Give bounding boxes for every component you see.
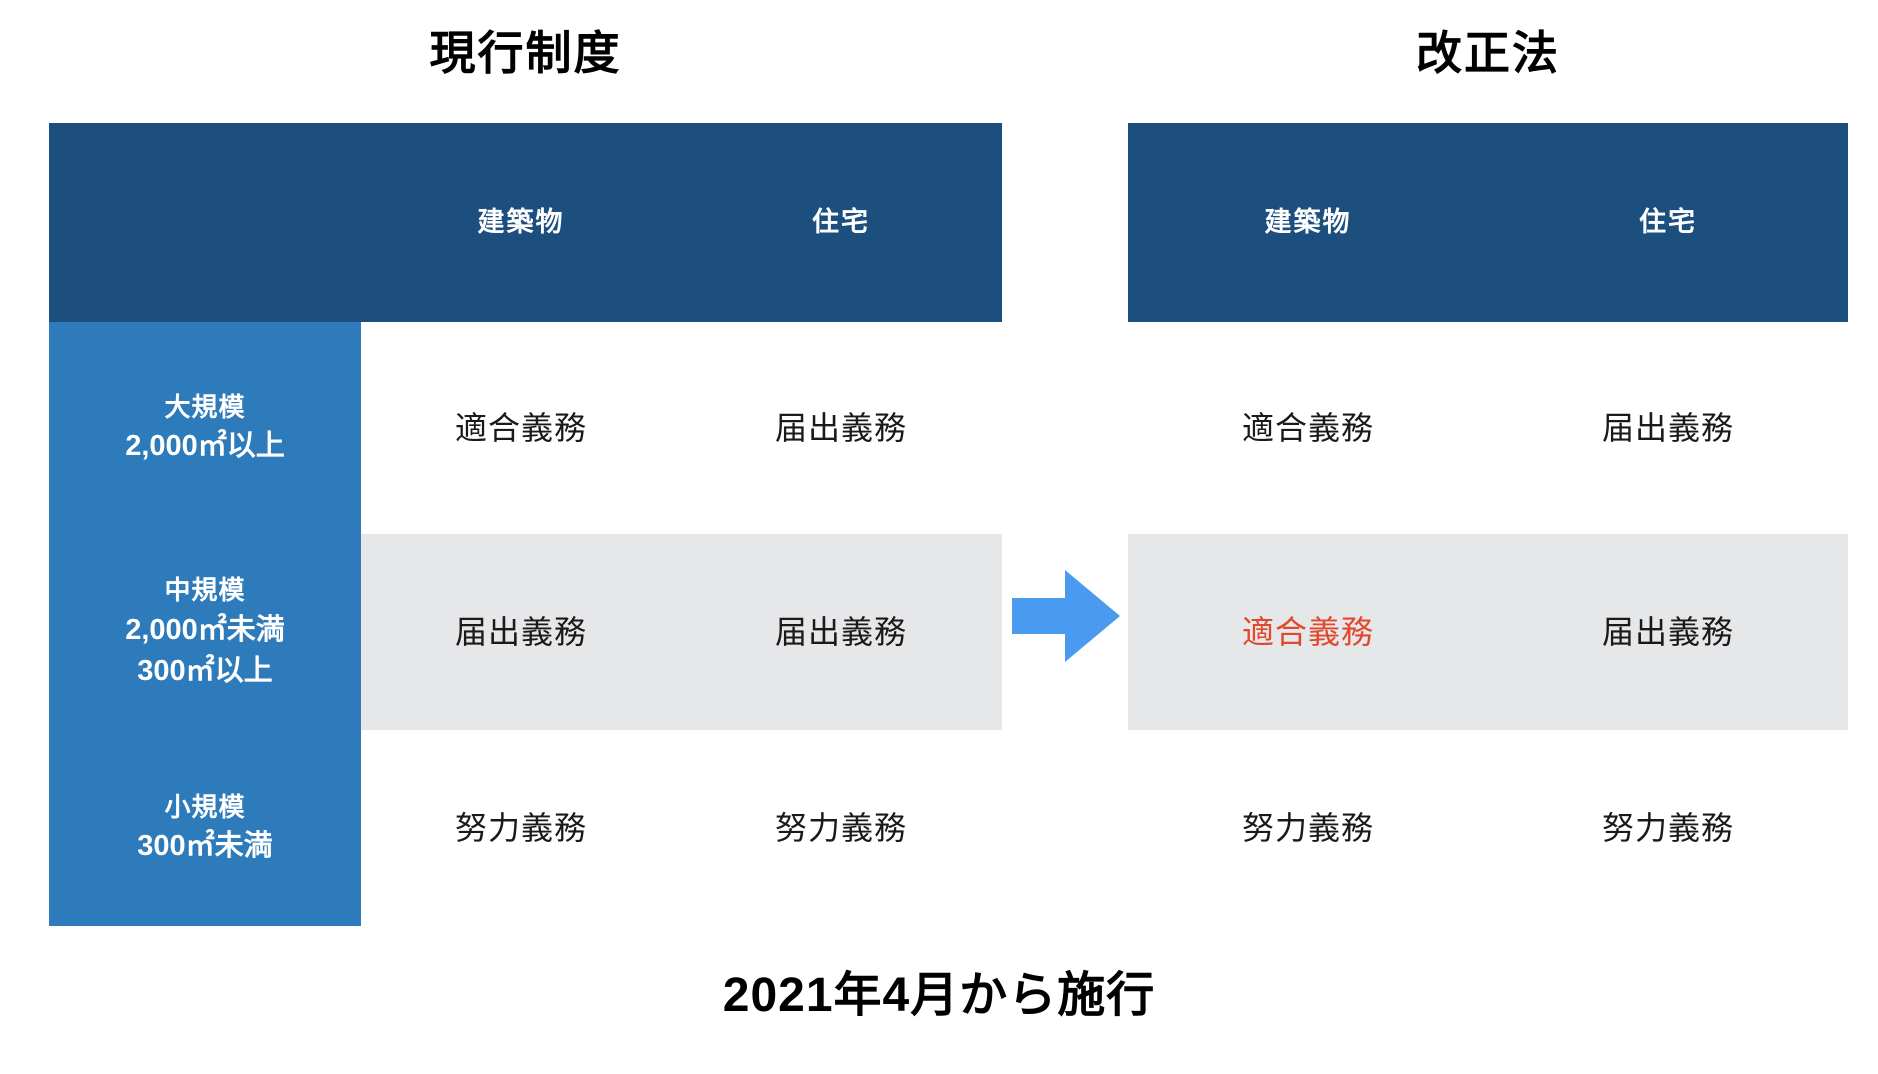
table-header-revised: 建築物 住宅 bbox=[1128, 123, 1848, 322]
cell-current-large-housing: 届出義務 bbox=[774, 410, 907, 446]
table-row: 大規模 2,000㎡以上 適合義務 届出義務 bbox=[49, 322, 1002, 534]
cell-current-small-buildings: 努力義務 bbox=[454, 810, 587, 846]
row-label-subtitle-1: 2,000㎡未満 bbox=[125, 613, 285, 646]
cell-revised-small-buildings: 努力義務 bbox=[1241, 810, 1374, 846]
column-header-buildings: 建築物 bbox=[477, 207, 565, 237]
cell-revised-small-housing: 努力義務 bbox=[1601, 810, 1734, 846]
panel-title-current: 現行制度 bbox=[429, 27, 622, 79]
row-label-title: 中規模 bbox=[164, 574, 246, 605]
table-body-current: 大規模 2,000㎡以上 適合義務 届出義務 中規模 2,000㎡未満 300㎡… bbox=[49, 322, 1002, 926]
cell-current-large-buildings: 適合義務 bbox=[454, 410, 587, 446]
right-arrow-icon bbox=[1012, 570, 1120, 662]
row-label-subtitle: 300㎡未満 bbox=[137, 830, 273, 863]
effective-date-caption: 2021年4月から施行 bbox=[722, 969, 1156, 1022]
table-header-current: 建築物 住宅 bbox=[49, 123, 1002, 322]
cell-revised-large-buildings: 適合義務 bbox=[1241, 410, 1374, 446]
table-current-system: 建築物 住宅 大規模 2,000㎡以上 適合義務 届出義務 中規模 2,000㎡… bbox=[49, 123, 1002, 926]
cell-revised-medium-buildings: 適合義務 bbox=[1241, 614, 1374, 650]
row-label-medium-scale: 中規模 2,000㎡未満 300㎡以上 bbox=[49, 534, 361, 730]
table-row: 適合義務 届出義務 bbox=[1128, 322, 1848, 534]
table-row: 小規模 300㎡未満 努力義務 努力義務 bbox=[49, 730, 1002, 926]
row-label-title: 大規模 bbox=[164, 391, 246, 422]
column-header-buildings: 建築物 bbox=[1264, 207, 1352, 237]
panel-title-revised: 改正法 bbox=[1416, 27, 1560, 79]
cell-revised-large-housing: 届出義務 bbox=[1601, 410, 1734, 446]
table-row: 中規模 2,000㎡未満 300㎡以上 届出義務 届出義務 bbox=[49, 534, 1002, 730]
row-label-title: 小規模 bbox=[164, 791, 246, 822]
table-body-revised: 適合義務 届出義務 適合義務 届出義務 努力義務 努力義務 bbox=[1128, 322, 1848, 926]
table-revised-law: 建築物 住宅 適合義務 届出義務 適合義務 届出義務 努力義務 努力義務 bbox=[1128, 123, 1848, 926]
table-row: 努力義務 努力義務 bbox=[1128, 730, 1848, 926]
row-label-subtitle: 2,000㎡以上 bbox=[125, 430, 285, 463]
cell-current-medium-buildings: 届出義務 bbox=[454, 614, 587, 650]
row-label-subtitle-2: 300㎡以上 bbox=[137, 654, 273, 687]
cell-current-medium-housing: 届出義務 bbox=[774, 614, 907, 650]
row-label-large-scale: 大規模 2,000㎡以上 bbox=[49, 322, 361, 534]
row-label-small-scale: 小規模 300㎡未満 bbox=[49, 730, 361, 926]
table-row: 適合義務 届出義務 bbox=[1128, 534, 1848, 730]
column-header-housing: 住宅 bbox=[1639, 207, 1697, 237]
cell-current-small-housing: 努力義務 bbox=[774, 810, 907, 846]
column-header-housing: 住宅 bbox=[812, 207, 870, 237]
cell-revised-medium-housing: 届出義務 bbox=[1601, 614, 1734, 650]
